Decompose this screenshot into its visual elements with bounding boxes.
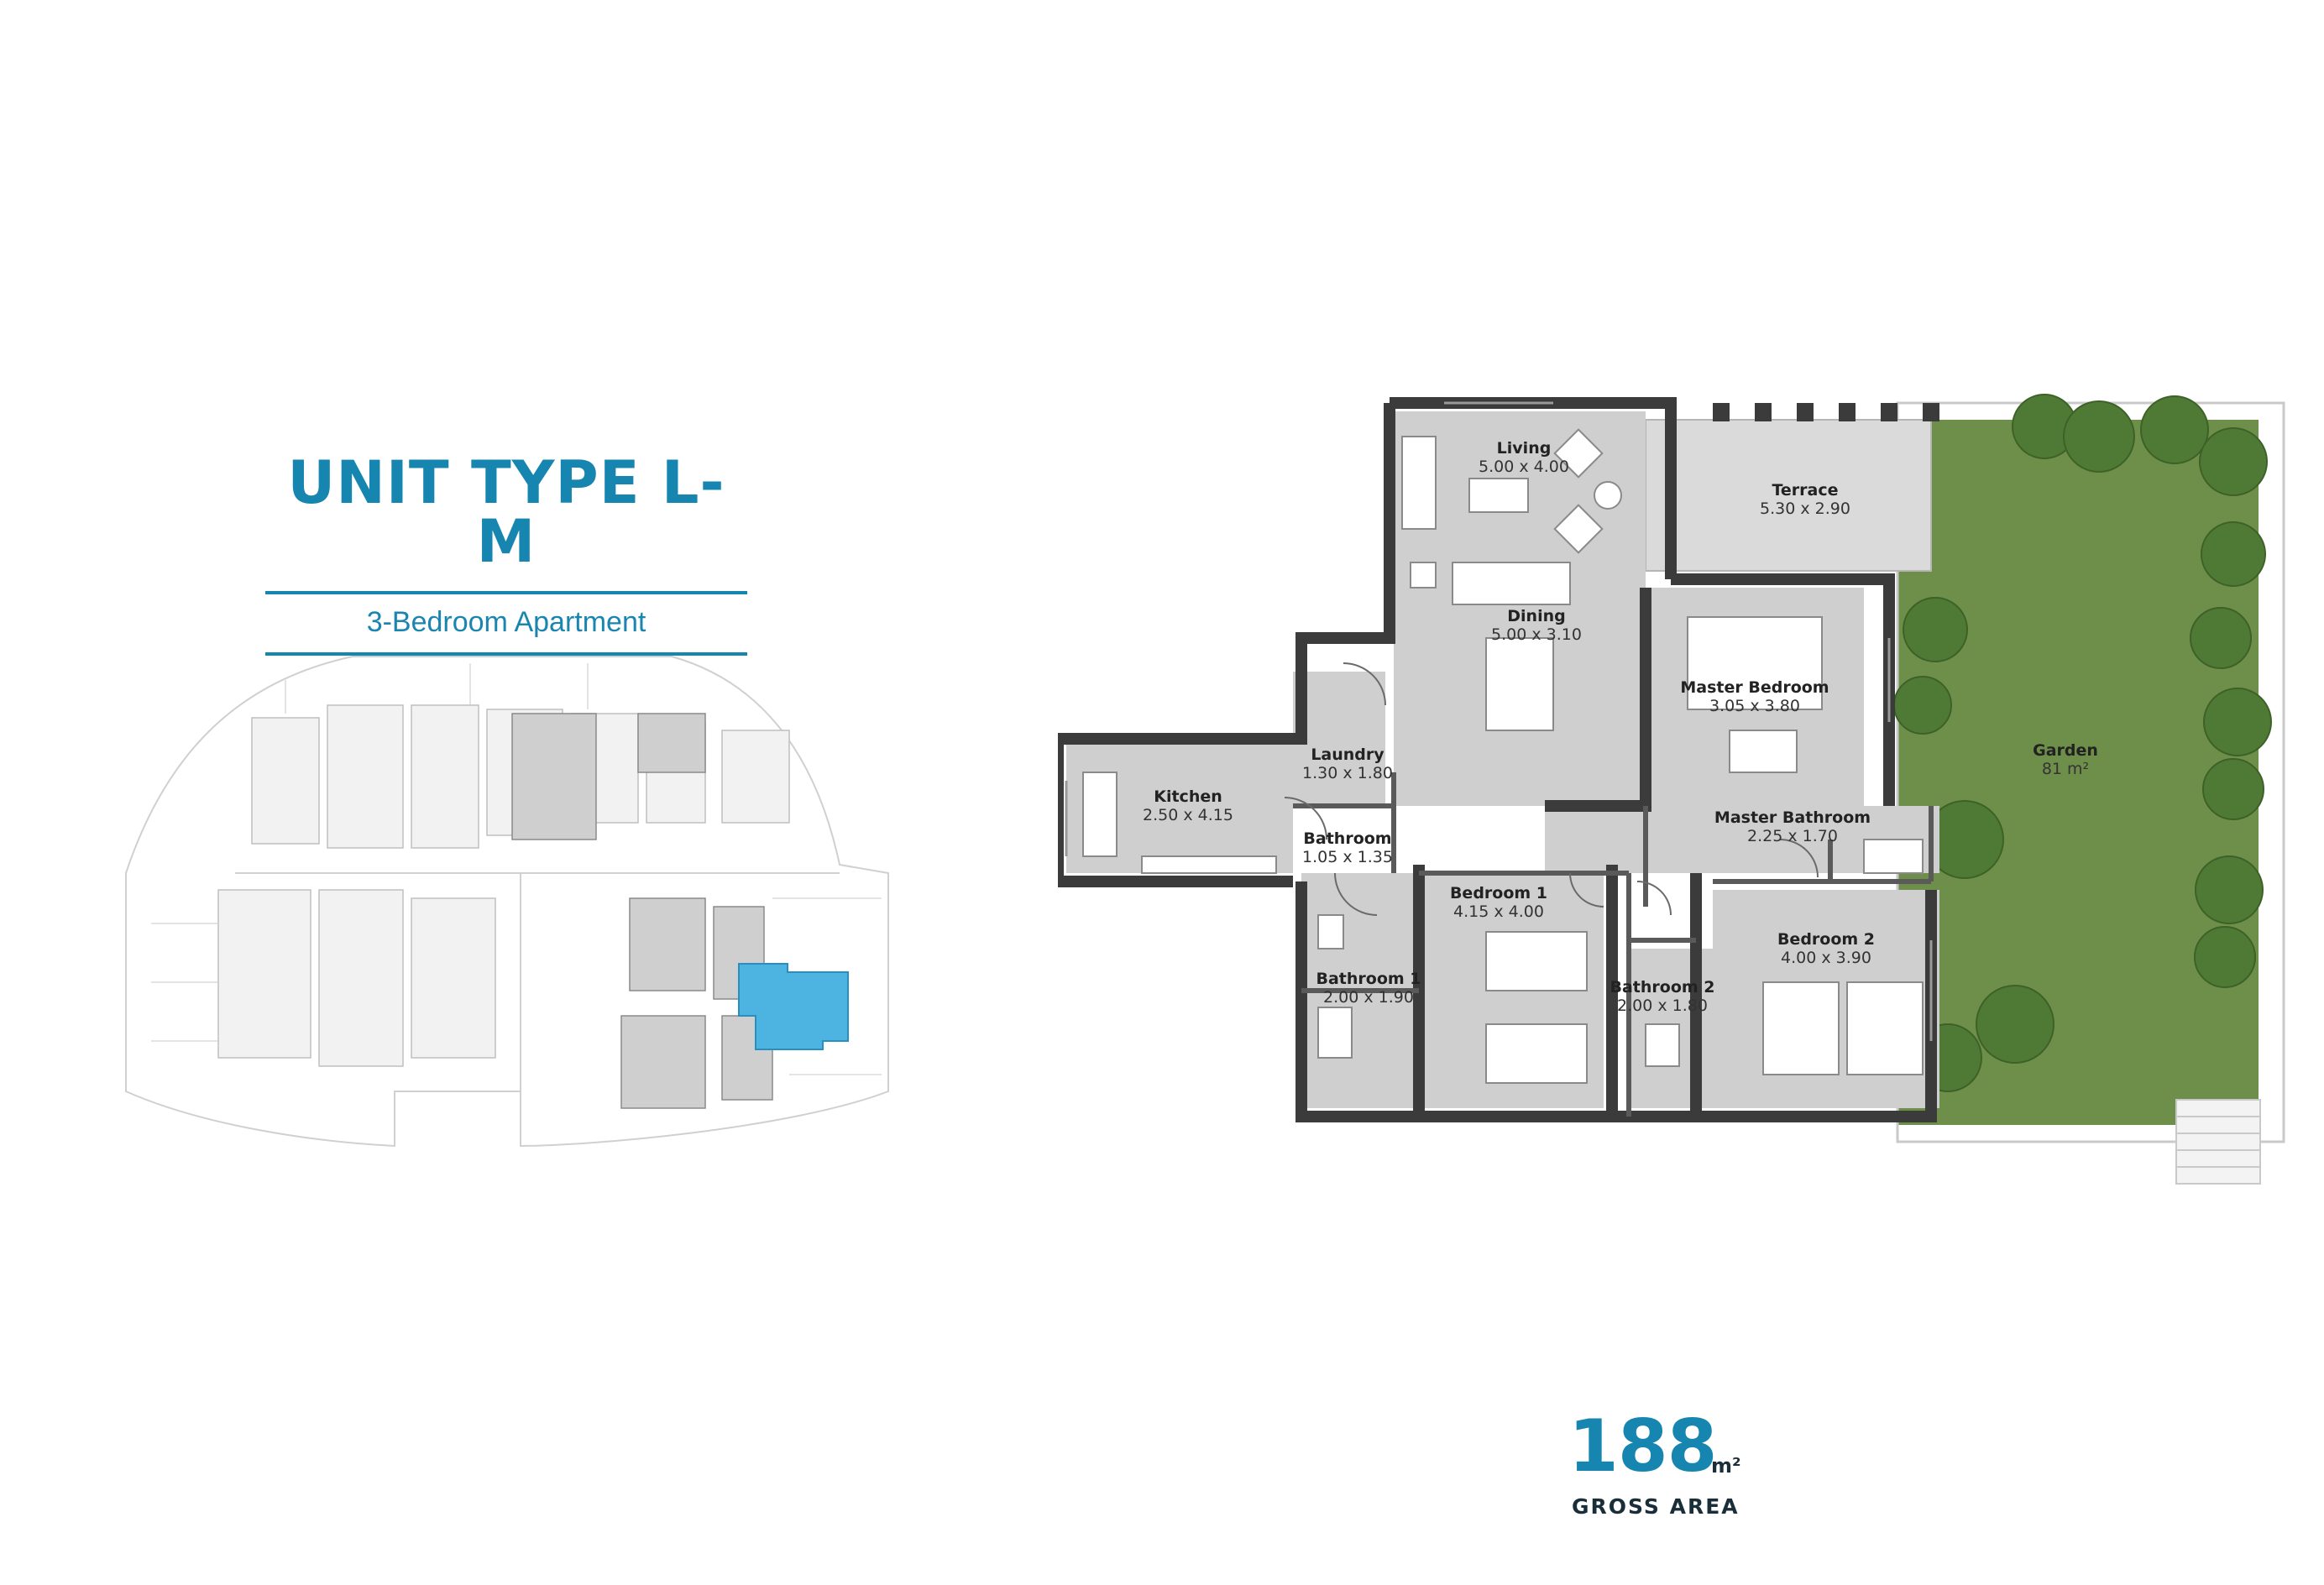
gross-area: 188 m² GROSS AREA: [1562, 1410, 1763, 1520]
room-laundry-dims: 1.30 x 1.80: [1302, 764, 1393, 782]
room-dining-dims: 5.00 x 3.10: [1491, 625, 1582, 644]
room-bathroom-1-name: Bathroom 1: [1316, 970, 1421, 988]
garden-steps: [2175, 1099, 2261, 1185]
unit-header: UNIT TYPE L-M 3-Bedroom Apartment: [265, 453, 747, 656]
room-bathroom-name: Bathroom: [1303, 829, 1391, 848]
room-bedroom-2-dims: 4.00 x 3.90: [1781, 949, 1871, 967]
floor-plan: Living 5.00 x 4.00 Dining 5.00 x 3.10 Te…: [1058, 394, 2285, 1185]
room-bedroom-2-name: Bedroom 2: [1777, 930, 1875, 949]
windows: [1065, 401, 1933, 1041]
unit-title: UNIT TYPE L-M: [287, 448, 725, 576]
room-master-bathroom-dims: 2.25 x 1.70: [1747, 827, 1838, 845]
doors: [1284, 662, 1819, 916]
room-kitchen-name: Kitchen: [1154, 787, 1222, 806]
room-garden-dims: 81 m²: [2042, 760, 2089, 778]
room-master-bathroom-name: Master Bathroom: [1714, 808, 1871, 827]
garden-area: [1897, 420, 2259, 1125]
room-terrace-dims: 5.30 x 2.90: [1760, 500, 1850, 518]
room-master-bedroom-dims: 3.05 x 3.80: [1709, 697, 1800, 715]
room-bedroom-1-dims: 4.15 x 4.00: [1453, 902, 1544, 921]
room-bathroom-2-name: Bathroom 2: [1610, 978, 1714, 997]
unit-subtitle: 3-Bedroom Apartment: [366, 606, 646, 638]
key-plan-lines: [151, 663, 882, 1075]
key-plan-dark-units: [511, 713, 773, 1109]
room-living-dims: 5.00 x 4.00: [1479, 458, 1569, 476]
key-plan-units: [217, 704, 790, 1067]
pergola-beams: [1713, 403, 1939, 421]
title-rule-bottom: [265, 652, 747, 656]
highlighted-unit: [738, 963, 849, 1050]
terrace-area: [1645, 419, 1932, 572]
room-labels: Living 5.00 x 4.00 Dining 5.00 x 3.10 Te…: [1143, 439, 2098, 1015]
gross-area-value: 188: [1568, 1405, 1718, 1488]
room-kitchen-dims: 2.50 x 4.15: [1143, 806, 1233, 824]
room-master-bedroom-name: Master Bedroom: [1680, 678, 1829, 697]
gross-area-label: GROSS AREA: [1572, 1494, 1740, 1519]
key-plan-outline: [125, 656, 889, 1148]
room-laundry-name: Laundry: [1311, 745, 1384, 764]
room-living-name: Living: [1497, 439, 1552, 458]
room-bathroom-2-dims: 2.00 x 1.80: [1617, 997, 1708, 1015]
room-bathroom-dims: 1.05 x 1.35: [1302, 848, 1393, 866]
inner-walls: [1293, 772, 1934, 1117]
room-bathroom-1-dims: 2.00 x 1.90: [1323, 988, 1414, 1007]
title-rule-top: [265, 591, 747, 594]
key-plan: [125, 656, 889, 1148]
gross-area-unit: m²: [1711, 1454, 1741, 1478]
room-bedroom-1-name: Bedroom 1: [1450, 884, 1547, 902]
furniture: [1082, 428, 1924, 1084]
room-garden-name: Garden: [2033, 741, 2098, 760]
room-terrace-name: Terrace: [1772, 481, 1838, 500]
room-dining-name: Dining: [1507, 607, 1565, 625]
